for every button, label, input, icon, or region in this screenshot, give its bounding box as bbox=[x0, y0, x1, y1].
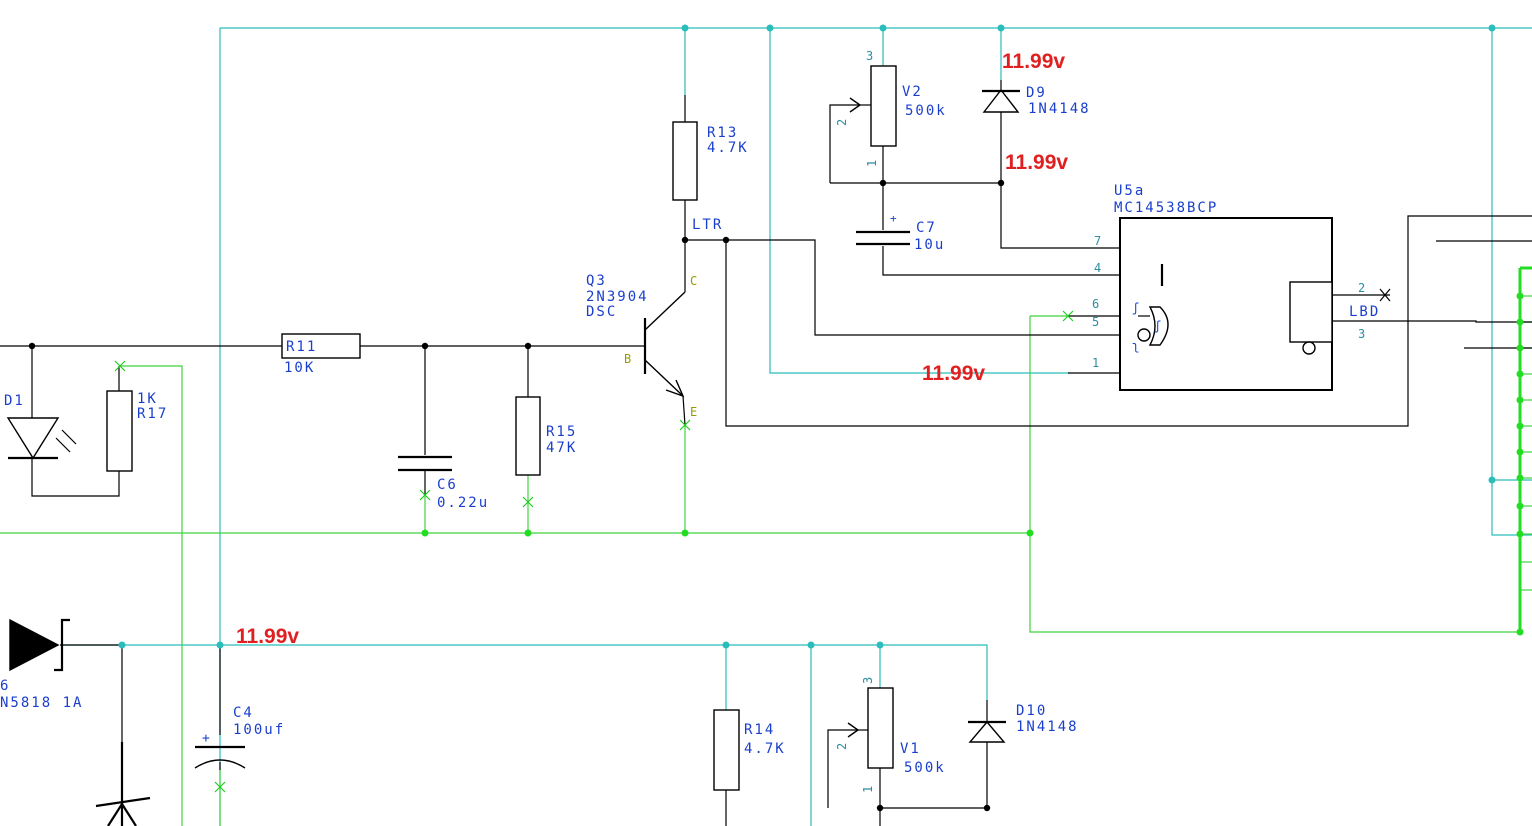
voltage-d9-anode: 11.99v bbox=[1002, 50, 1065, 73]
voltage-u5-pin1: 11.99v bbox=[922, 362, 985, 385]
resistor-r14[interactable]: R14 4.7K bbox=[713, 709, 786, 791]
r13-value: 4.7K bbox=[707, 140, 749, 156]
resistor-r15[interactable]: R15 47K bbox=[515, 396, 577, 476]
black-wires bbox=[0, 104, 1532, 826]
ground-symbol bbox=[95, 742, 151, 826]
q3-pin-c: C bbox=[690, 274, 697, 288]
v2-ref: V2 bbox=[902, 84, 923, 100]
u5a-pin4: 4 bbox=[1094, 261, 1101, 275]
u5a-value: MC14538BCP bbox=[1114, 200, 1218, 216]
d-bottom-value: N5818 1A bbox=[0, 695, 83, 711]
c4-polarity: + bbox=[202, 731, 212, 746]
v2-pin1: 1 bbox=[865, 160, 879, 167]
c4-ref: C4 bbox=[233, 705, 254, 721]
resistor-r11[interactable]: R11 10K bbox=[281, 333, 361, 376]
diode-1n5818[interactable]: 6 N5818 1A bbox=[0, 618, 83, 711]
cyan-wires bbox=[60, 27, 1532, 826]
potentiometer-v1[interactable]: 3 2 1 V1 500k bbox=[835, 677, 946, 793]
capacitor-c7[interactable]: + C7 10u bbox=[856, 212, 945, 253]
d1-ref: D1 bbox=[4, 393, 25, 409]
net-label-lbd: LBD bbox=[1349, 304, 1380, 320]
led-d1[interactable]: D1 bbox=[4, 393, 77, 460]
c4-value: 100uf bbox=[233, 722, 285, 738]
transistor-q3[interactable]: Q3 2N3904 DSC C B E bbox=[586, 268, 697, 426]
c7-value: 10u bbox=[914, 237, 945, 253]
d9-value: 1N4148 bbox=[1028, 101, 1091, 117]
u5a-pin1: 1 bbox=[1092, 356, 1099, 370]
q3-value: 2N3904 bbox=[586, 289, 649, 305]
c7-ref: C7 bbox=[916, 220, 937, 236]
voltage-d9-cathode: 11.99v bbox=[1005, 151, 1068, 174]
resistor-r17[interactable]: 1K R17 bbox=[106, 390, 168, 472]
c6-value: 0.22u bbox=[437, 495, 489, 511]
ic-u5a[interactable]: U5a MC14538BCP ʃ ʅ ʃ 7 4 6 5 1 2 3 bbox=[1092, 183, 1391, 391]
voltage-rail-bottom: 11.99v bbox=[236, 625, 299, 648]
no-connect-markers bbox=[114, 310, 1074, 793]
r11-ref: R11 bbox=[286, 339, 317, 355]
q3-pin-e: E bbox=[690, 405, 697, 419]
v1-value: 500k bbox=[904, 760, 946, 776]
q3-pin-b: B bbox=[624, 352, 631, 366]
capacitor-c4[interactable]: + C4 100uf bbox=[194, 705, 285, 770]
u5a-ref: U5a bbox=[1114, 183, 1145, 199]
resistor-r13[interactable]: R13 4.7K bbox=[672, 95, 749, 201]
v1-pin3: 3 bbox=[861, 677, 875, 684]
q3-ref: Q3 bbox=[586, 273, 607, 289]
r13-ref: R13 bbox=[707, 125, 738, 141]
v1-pin1: 1 bbox=[861, 786, 875, 793]
u5a-pin3: 3 bbox=[1358, 327, 1365, 341]
r14-value: 4.7K bbox=[744, 741, 786, 757]
u5a-schmitt-1: ʃ bbox=[1132, 301, 1139, 315]
v1-pin2: 2 bbox=[835, 743, 849, 750]
r17-value: 1K bbox=[137, 391, 158, 407]
r14-ref: R14 bbox=[744, 722, 775, 738]
diode-d9[interactable]: D9 1N4148 bbox=[982, 80, 1091, 117]
c6-ref: C6 bbox=[437, 477, 458, 493]
junction-dots bbox=[28, 24, 1524, 812]
d10-value: 1N4148 bbox=[1016, 719, 1079, 735]
u5a-pin5: 5 bbox=[1092, 315, 1099, 329]
v2-value: 500k bbox=[905, 103, 947, 119]
u5a-pin7: 7 bbox=[1094, 234, 1101, 248]
diode-d10[interactable]: D10 1N4148 bbox=[968, 700, 1079, 743]
v1-ref: V1 bbox=[900, 741, 921, 757]
d-bottom-ref-fragment: 6 bbox=[0, 678, 10, 694]
r17-ref: R17 bbox=[137, 406, 168, 422]
net-label-ltr: LTR bbox=[692, 217, 723, 233]
v2-pin2: 2 bbox=[835, 119, 849, 126]
potentiometer-v2[interactable]: 3 2 1 V2 500k bbox=[835, 49, 947, 167]
d10-ref: D10 bbox=[1016, 703, 1047, 719]
v2-pin3: 3 bbox=[866, 49, 873, 63]
u5a-schmitt-2: ʅ bbox=[1132, 339, 1139, 353]
u5a-pin6: 6 bbox=[1092, 297, 1099, 311]
q3-extra: DSC bbox=[586, 304, 617, 320]
d9-ref: D9 bbox=[1026, 85, 1047, 101]
r15-value: 47K bbox=[546, 440, 577, 456]
r15-ref: R15 bbox=[546, 424, 577, 440]
u5a-pin2: 2 bbox=[1358, 281, 1365, 295]
c7-polarity: + bbox=[890, 212, 899, 225]
r11-value: 10K bbox=[284, 360, 315, 376]
capacitor-c6[interactable]: C6 0.22u bbox=[398, 455, 489, 511]
u5a-schmitt-3: ʃ bbox=[1154, 319, 1161, 333]
